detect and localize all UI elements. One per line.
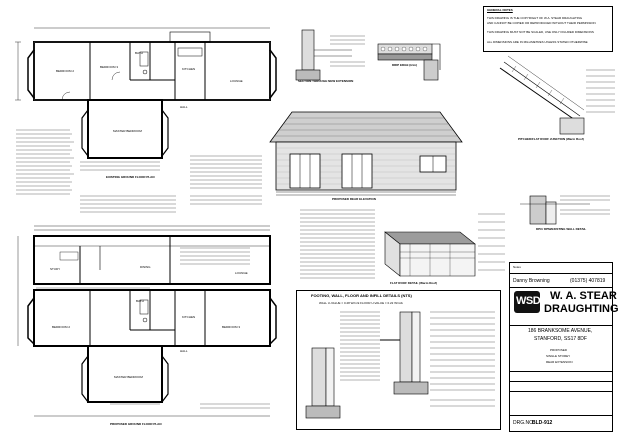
general-notes: GENERAL NOTES THIS DRAWING IS THE COPYRI…: [483, 6, 613, 52]
company-name-1: W. A. STEAR: [550, 290, 617, 302]
foundation-section: [295, 29, 365, 81]
flat-roof-title: FLAT ROOF DETAIL (Warm Roof): [390, 281, 438, 285]
room-label: KITCHEN: [182, 315, 196, 319]
wall-detail: [520, 195, 610, 225]
company-name-2: DRAUGHTING: [544, 303, 619, 315]
address-line-1: 186 BRANKSOME AVENUE,: [528, 328, 593, 334]
notes-line: THIS DRAWING MUST NOT BE SCALED, USE ONL…: [487, 30, 594, 34]
drawing-number-label: DRG.NO.: [513, 420, 535, 426]
room-label: BEDROOM 3: [100, 65, 119, 69]
flat-roof-3d: [384, 213, 505, 277]
company-logo: WSD: [514, 291, 541, 313]
project-line-1: SINGLE STOREY: [546, 354, 571, 358]
notes-heading: GENERAL NOTES: [487, 8, 513, 12]
title-block: Notes Danny Browning (01375) 407819 WSD …: [509, 262, 619, 432]
elevation-title: PROPOSED REAR ELEVATION: [332, 197, 376, 201]
room-label: BEDROOM 2: [52, 325, 71, 329]
proposed-plan-title: PROPOSED GROUND FLOOR PLAN: [110, 422, 162, 426]
project-label: PROPOSED: [550, 348, 568, 352]
infill-heading: FOOTING, WALL, FLOOR AND INFILL DETAILS …: [311, 293, 412, 298]
infill-details-box: FOOTING, WALL, FLOOR AND INFILL DETAILS …: [296, 290, 501, 430]
infill-detail: [305, 311, 495, 419]
junction-title: PITCHED/FLAT ROOF JUNCTION (Warm Roof): [518, 137, 584, 141]
room-label: BEDROOM 3: [222, 325, 241, 329]
room-label: BEDROOM 2: [56, 69, 75, 73]
drip-edge-detail: [377, 43, 441, 81]
existing-plan-title: EXISTING GROUND FLOOR PLAN: [106, 175, 155, 179]
contact-phone: (01375) 407819: [570, 278, 606, 284]
contact-name: Danny Browning: [513, 278, 550, 284]
notes-line: ALL DIMENSIONS ARE IN MILLIMETRES UNLESS…: [487, 40, 588, 44]
proposed-floor-plan: [17, 225, 277, 417]
room-label: HALL: [180, 105, 188, 109]
room-label: KITCHEN: [182, 67, 196, 71]
room-label: MASTER BEDROOM: [114, 375, 143, 379]
room-label: HALL: [180, 349, 188, 353]
room-label: BATH: [136, 299, 144, 303]
drip-title: DRIP EDGE (trim): [392, 63, 417, 67]
room-label: STUDY: [50, 267, 61, 271]
specification-text: [300, 209, 375, 279]
wall-detail-title: DPC/ DPM/EXISTING WALL DETAIL: [536, 227, 587, 231]
drawing-number: BLD-912: [532, 420, 553, 426]
pitched-roof-junction: [499, 55, 615, 135]
rear-elevation: [269, 111, 463, 196]
existing-floor-plan: [15, 27, 277, 159]
room-label: LOUNGE: [230, 79, 243, 83]
section-title: SECTION THROUGH NEW EXTENSION: [298, 79, 354, 83]
room-label: BATH: [135, 51, 143, 55]
room-label: MASTER BEDROOM: [113, 129, 142, 133]
infill-subline: WALL U-VALUE = 0.28 W/m²k FLOOR U-VALUE …: [319, 301, 403, 305]
room-label: DINING: [140, 265, 151, 269]
notes-line: AND CANNOT BE COPIED OR REPRODUCED WITHO…: [487, 21, 596, 25]
revision-notes: Notes: [513, 265, 521, 269]
logo-text: WSD: [516, 295, 541, 307]
project-line-2: REAR EXTENSION: [546, 360, 573, 364]
notes-line: THIS DRAWING IS THE COPYRIGHT OF W.A. ST…: [487, 16, 583, 20]
room-label: LOUNGE: [235, 271, 248, 275]
address-line-2: STANFORD, SS17 8DF: [534, 336, 587, 342]
